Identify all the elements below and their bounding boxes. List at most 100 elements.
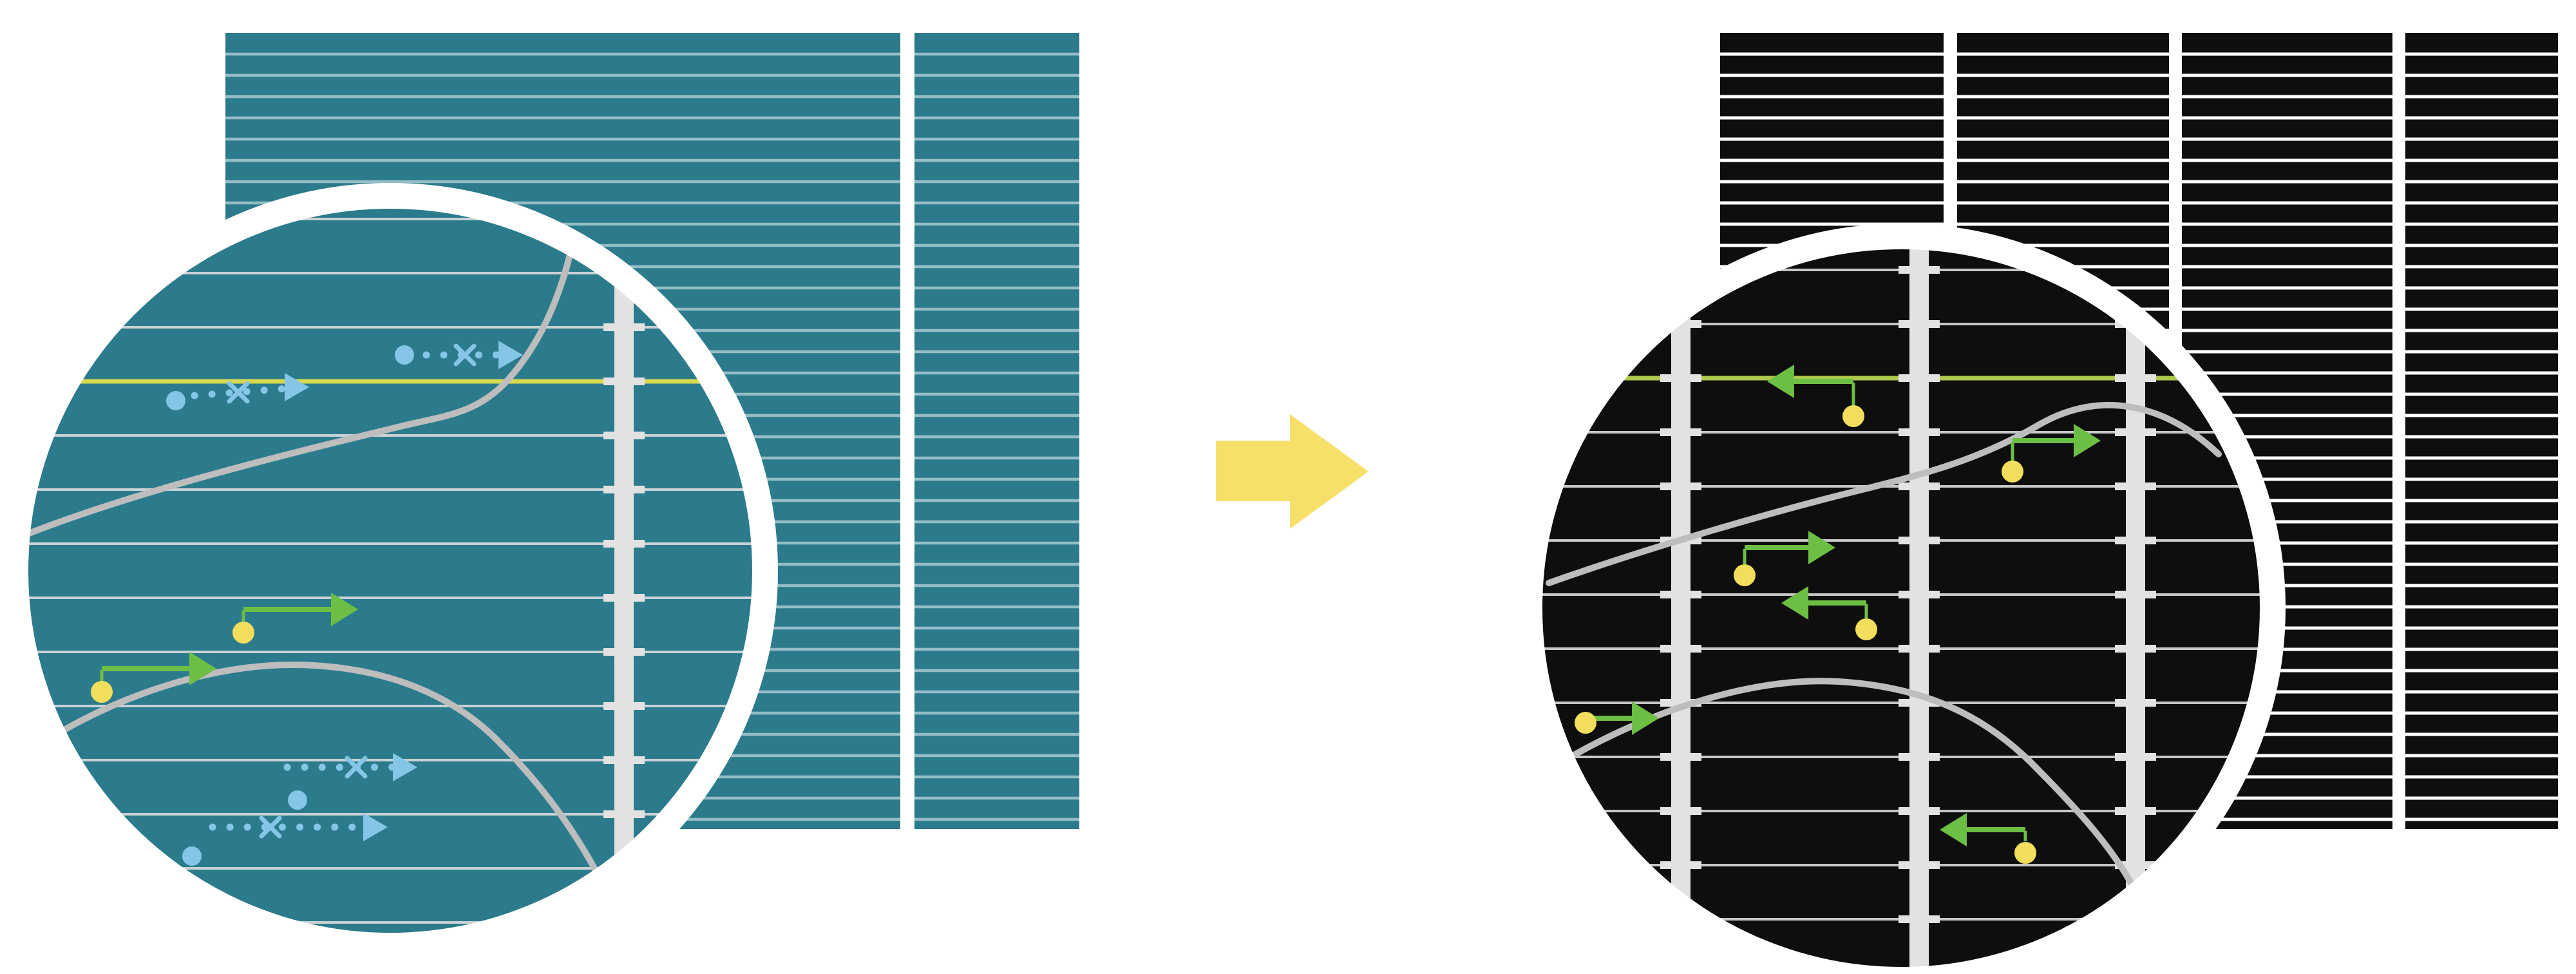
conventional-solar-cell-magnifier xyxy=(3,183,778,959)
busbar-tick xyxy=(603,377,645,385)
busbar-tick xyxy=(2115,645,2156,653)
busbar-tick xyxy=(1660,807,1701,815)
busbar xyxy=(1671,247,1690,969)
multi-busbar-solar-cell-magnifier xyxy=(1517,224,2286,974)
carrier-arrowhead xyxy=(1767,365,1794,398)
cell-panel xyxy=(914,33,1079,829)
busbar-tick xyxy=(1660,753,1701,761)
recombination-x-icon xyxy=(259,816,282,839)
magnifier-background xyxy=(26,206,755,935)
collected-carrier-path xyxy=(91,652,216,703)
blocked-electron-path xyxy=(182,813,388,866)
carrier-dot xyxy=(1734,564,1756,586)
carrier-arrowhead xyxy=(2074,424,2101,457)
busbar-tick xyxy=(2115,374,2156,382)
busbar-tick xyxy=(1660,645,1701,653)
magnifier-ring xyxy=(3,183,778,959)
carrier-arrowhead xyxy=(1781,586,1808,620)
collected-carrier-path xyxy=(1734,531,1835,586)
busbar-tick xyxy=(1899,915,1940,923)
busbar-tick xyxy=(603,540,645,548)
carrier-arrowhead xyxy=(1808,531,1835,564)
electron-dot xyxy=(288,790,307,810)
busbar xyxy=(1909,247,1929,969)
busbar-tick xyxy=(1660,861,1701,869)
electron-dotted-trail xyxy=(191,385,291,399)
recombination-x-icon xyxy=(453,343,477,367)
electron-dot xyxy=(395,345,414,365)
busbar-tick xyxy=(1899,753,1940,761)
busbar-tick xyxy=(603,702,645,710)
busbar-tick xyxy=(1899,320,1940,328)
busbar-tick xyxy=(1660,266,1701,274)
electron-arrowhead xyxy=(498,341,523,369)
busbar-tick xyxy=(2115,591,2156,598)
busbar-tick xyxy=(1660,374,1701,382)
carrier-dot xyxy=(1855,618,1877,640)
electron-arrowhead xyxy=(285,373,309,401)
busbar-tick xyxy=(2115,807,2156,815)
carrier-arrowhead xyxy=(331,593,358,626)
recombination-x-icon xyxy=(345,756,368,779)
busbar-tick xyxy=(603,594,645,602)
carrier-dot xyxy=(1575,712,1596,734)
busbar-tick xyxy=(1899,374,1940,382)
blocked-electron-path xyxy=(166,373,309,410)
carrier-dot xyxy=(232,622,254,644)
busbar-tick xyxy=(2115,428,2156,436)
carrier-dot xyxy=(2002,461,2023,482)
collected-carrier-path xyxy=(1575,702,1659,735)
busbar-tick xyxy=(1899,591,1940,598)
carrier-dot xyxy=(1842,405,1864,427)
busbar-tick xyxy=(603,756,645,764)
busbar-tick xyxy=(603,810,645,818)
busbar-tick xyxy=(2115,699,2156,707)
blocked-electron-path xyxy=(395,341,523,369)
busbar xyxy=(2126,247,2145,969)
grain-boundary-curve xyxy=(1542,678,2141,900)
busbar-tick xyxy=(1899,428,1940,436)
busbar-tick xyxy=(2115,482,2156,490)
magnifier-background xyxy=(1540,247,2262,969)
carrier-arrowhead xyxy=(1940,813,1967,846)
busbar-tick xyxy=(603,323,645,331)
collected-carrier-path xyxy=(1767,365,1864,427)
collected-carrier-path xyxy=(232,593,358,644)
grain-boundary-curve xyxy=(1546,402,2222,586)
grain-boundary-curve xyxy=(26,211,582,538)
collected-carrier-path xyxy=(2002,424,2101,482)
electron-dot xyxy=(182,846,202,866)
carrier-dot xyxy=(91,681,113,703)
collected-carrier-path xyxy=(1940,813,2036,864)
busbar xyxy=(614,206,634,935)
grain-boundary-curve xyxy=(26,661,609,892)
recombination-x-icon xyxy=(227,381,250,404)
magnifier-ring xyxy=(1517,224,2286,974)
busbar-tick xyxy=(2115,753,2156,761)
collected-carrier-path xyxy=(1781,586,1877,640)
busbar-tick xyxy=(1660,482,1701,490)
carrier-dot xyxy=(2014,842,2036,864)
busbar-tick xyxy=(1899,537,1940,544)
busbar-tick xyxy=(603,486,645,493)
busbar-tick xyxy=(1899,861,1940,869)
carrier-arrowhead xyxy=(189,652,216,685)
busbar-tick xyxy=(603,919,645,926)
electron-arrowhead xyxy=(363,813,388,841)
blocked-electron-path xyxy=(283,753,417,810)
busbar-tick xyxy=(603,648,645,656)
carrier-arrowhead xyxy=(1632,702,1659,735)
electron-dot xyxy=(166,391,185,410)
electron-arrowhead xyxy=(393,753,417,781)
busbar-tick xyxy=(1899,645,1940,653)
busbar-tick xyxy=(1660,591,1701,598)
busbar-tick xyxy=(603,432,645,439)
busbar-tick xyxy=(2115,537,2156,544)
busbar-tick xyxy=(2115,861,2156,869)
transition-arrow-icon xyxy=(1216,414,1368,529)
busbar-tick xyxy=(1899,807,1940,815)
busbar-tick xyxy=(1899,482,1940,490)
busbar-tick xyxy=(1899,266,1940,274)
